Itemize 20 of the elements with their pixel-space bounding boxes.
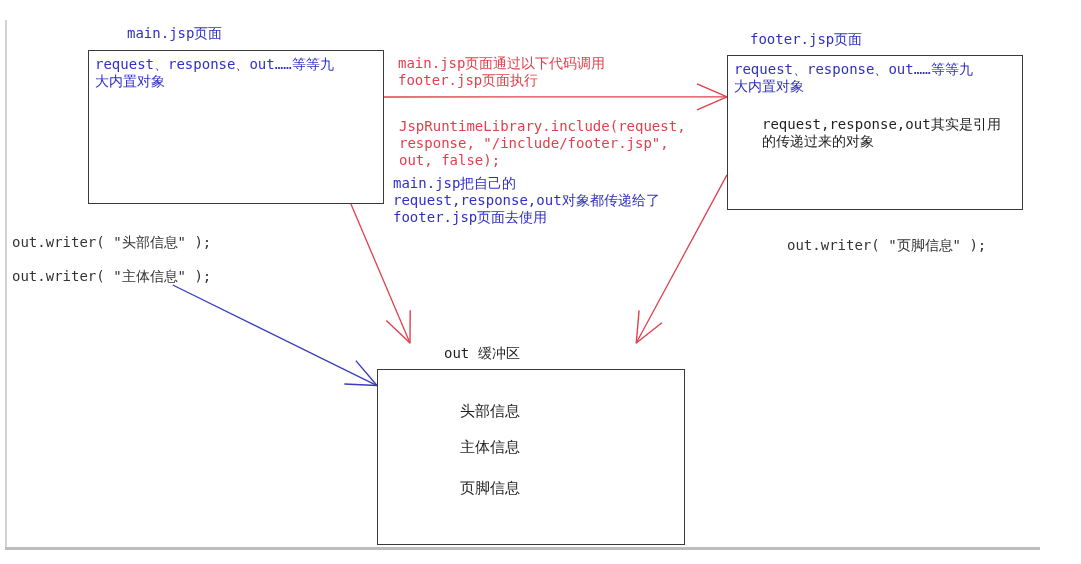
- arrow: [635, 174, 728, 344]
- page-heading: footer.jsp页面: [750, 31, 863, 48]
- code-line: out.writer( "头部信息" );: [12, 234, 212, 251]
- object-list-text: request、response、out……等等九大内置对象: [734, 61, 974, 95]
- arrow: [350, 203, 411, 344]
- note-text: main.jsp把自己的request,response,out对象都传递给了footer.jsp页面去使用: [393, 175, 661, 226]
- note-text: request,response,out其实是引用的传递过来的对象: [762, 116, 1002, 150]
- code-snippet: JspRuntimeLibrary.include(request, response, "/include/footer.jsp", out, false);: [399, 118, 687, 169]
- page-heading: main.jsp页面: [127, 25, 223, 42]
- arrow: [172, 284, 378, 387]
- buffer-entry: 主体信息: [460, 438, 520, 456]
- buffer-heading: out 缓冲区: [444, 345, 520, 362]
- code-line: out.writer( "页脚信息" );: [787, 237, 987, 254]
- object-list-text: request、response、out……等等九大内置对象: [95, 56, 335, 90]
- buffer-entry: 页脚信息: [460, 479, 520, 497]
- arrow: [383, 83, 728, 111]
- page-box: [727, 30, 1023, 210]
- buffer-entry: 头部信息: [460, 402, 520, 420]
- code-line: out.writer( "主体信息" );: [12, 268, 212, 285]
- buffer-box: [377, 343, 685, 545]
